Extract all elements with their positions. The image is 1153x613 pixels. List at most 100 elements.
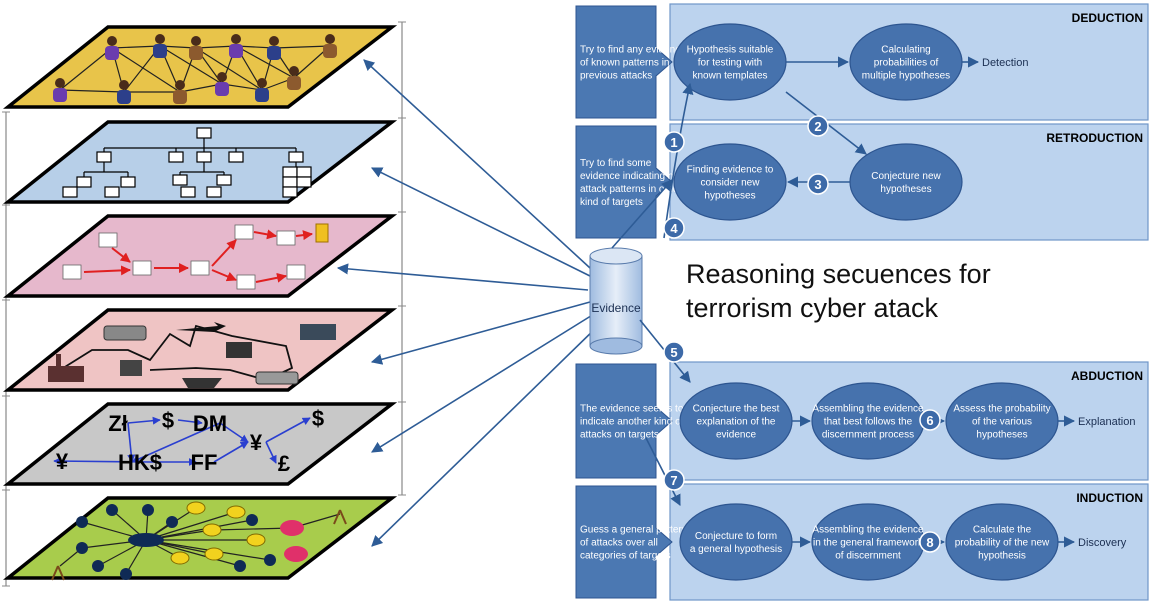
deduction-callout-text-line: of known patterns in — [580, 58, 670, 69]
step-number: 3 — [814, 177, 821, 192]
induction-node-text-line: Conjecture to form — [695, 531, 777, 542]
org-box — [206, 186, 222, 198]
org-box — [196, 151, 212, 163]
retroduction-node-text-line: hypotheses — [880, 184, 931, 195]
document-icon — [276, 230, 296, 246]
graph-node-navy — [76, 542, 88, 554]
abduction-output: Explanation — [1078, 416, 1136, 428]
org-box — [228, 151, 244, 163]
abduction-node-text-line: evidence — [716, 430, 756, 441]
graph-node-navy — [264, 554, 276, 566]
induction-node-text-line: in the general framework — [813, 538, 924, 549]
retroduction-callout-text-line: evidence indicating new — [580, 171, 687, 182]
caption-line-1: Reasoning secuences for — [686, 259, 991, 289]
currency-link — [213, 441, 249, 463]
deduction-callout-text-line: Try to find any evidence — [580, 45, 686, 56]
graph-node-navy — [142, 504, 154, 516]
person-head — [191, 36, 201, 46]
evidence-label: Evidence — [591, 301, 641, 315]
step-badge — [807, 173, 829, 195]
evidence-arrow — [363, 59, 591, 269]
tower-icon — [57, 565, 65, 581]
retroduction-callout-text-line: attack patterns in other — [580, 184, 682, 195]
evidence-arrow — [371, 323, 601, 547]
layer-stack: Zł$DM$¥HK$FF¥£ — [2, 21, 406, 587]
currency-network-icon: Zł$DM$¥HK$FF¥£ — [53, 406, 324, 476]
graph-node-yellow — [246, 533, 266, 547]
induction-node-text-line: Assembling the evidence — [812, 525, 924, 536]
org-box — [180, 186, 196, 198]
train-icon — [103, 325, 147, 341]
document-icon — [62, 264, 82, 280]
document-icon — [234, 224, 254, 240]
graph-node-yellow — [202, 523, 222, 537]
graph-edge — [213, 527, 293, 531]
process-flow-layer — [3, 214, 398, 298]
node-graph-icon — [51, 501, 347, 581]
abduction-title: ABDUCTION — [1071, 369, 1143, 383]
person-body — [173, 90, 187, 104]
induction-node-text-line: hypothesis — [978, 551, 1026, 562]
step-number: 2 — [814, 119, 821, 134]
graph-node-pink — [280, 520, 304, 536]
abduction-node-text-line: of the various — [972, 417, 1032, 428]
person-body — [105, 46, 119, 60]
refinery-icon — [300, 324, 336, 340]
induction-callout-text-line: categories of targets — [580, 551, 671, 562]
diagram-caption: Reasoning secuences for terrorism cyber … — [686, 257, 1146, 325]
currency-link — [53, 457, 151, 466]
network-edge — [195, 45, 237, 49]
graph-node-navy — [166, 516, 178, 528]
induction-node-text-line: of discernment — [835, 551, 901, 562]
graph-node-yellow — [226, 505, 246, 519]
org-box — [282, 186, 298, 198]
network-edge — [59, 47, 113, 91]
cylinder-body — [589, 255, 643, 347]
step-badge — [663, 131, 685, 153]
network-edge — [273, 45, 331, 49]
person-head — [119, 80, 129, 90]
graph-node-navy — [92, 560, 104, 572]
currency-symbol: FF — [191, 450, 218, 475]
chimney — [56, 354, 61, 366]
train-icon-2 — [255, 371, 299, 385]
retroduction-node-text-line: consider new — [701, 178, 761, 189]
graph-hub — [128, 533, 164, 547]
evidence-arrow — [370, 167, 591, 277]
document-icon — [190, 260, 210, 276]
retroduction-node-text-line: Finding evidence to — [687, 165, 774, 176]
flow-arrow — [645, 437, 681, 506]
document-icon — [236, 274, 256, 290]
person-body — [287, 76, 301, 90]
org-box — [296, 166, 312, 178]
currency-layer — [3, 402, 398, 486]
network-edge — [179, 83, 223, 93]
step-number: 8 — [926, 535, 933, 550]
flow-arrow — [255, 272, 287, 283]
person-body — [255, 88, 269, 102]
graph-node-pink — [284, 546, 308, 562]
person-head — [231, 34, 241, 44]
truck-icon — [120, 360, 142, 376]
network-edge — [111, 45, 161, 49]
deduction-node-text-line: known templates — [692, 71, 767, 82]
induction-node-text-line: a general hypothesis — [690, 544, 782, 555]
evidence-arrow — [370, 301, 591, 365]
step-badge — [919, 409, 941, 431]
graph-node-yellow — [170, 551, 190, 565]
tower-icon — [333, 509, 341, 525]
evidence-database-icon: Evidence — [589, 247, 643, 355]
abduction-callout-text-line: indicate another kind of — [580, 417, 684, 428]
deduction-node-text-line: probabilities of — [874, 58, 939, 69]
induction-output: Discovery — [1078, 537, 1127, 549]
graph-edge — [145, 519, 253, 541]
cylinder-bottom — [589, 337, 643, 355]
abduction-node-text-line: Assembling the evidence — [812, 404, 924, 415]
deduction-node-text-line: for testing with — [698, 58, 762, 69]
currency-symbol: ¥ — [56, 449, 69, 474]
currency-symbol: ¥ — [250, 430, 263, 455]
